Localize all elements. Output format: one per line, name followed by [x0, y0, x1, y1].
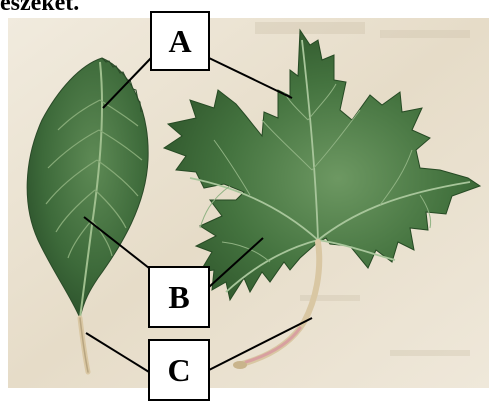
label-a-box: A [150, 11, 210, 71]
label-c-box: C [148, 339, 210, 401]
label-b-box: B [148, 266, 210, 328]
label-a-text: A [168, 23, 191, 60]
label-b-text: B [168, 279, 189, 316]
label-c-text: C [167, 352, 190, 389]
header-text: eszeket. [0, 0, 79, 17]
